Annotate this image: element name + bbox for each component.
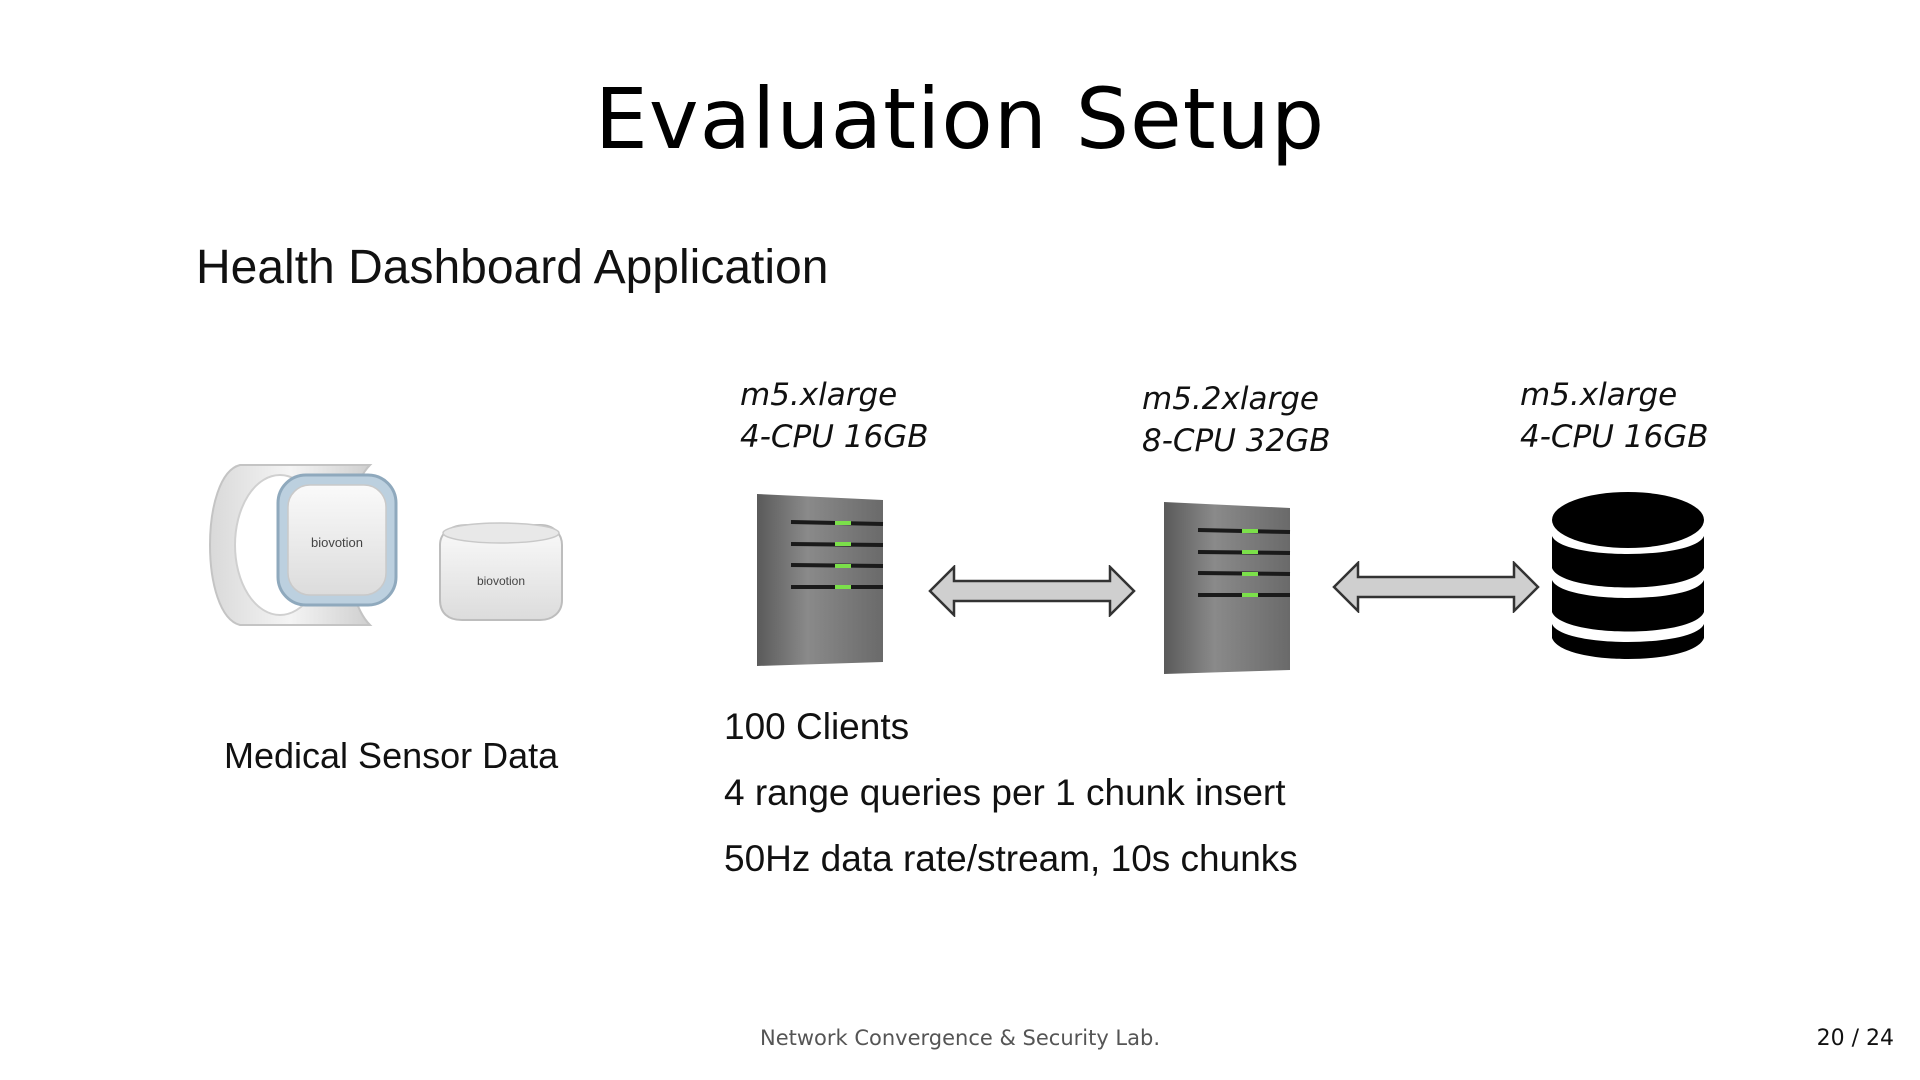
page-number: 20 / 24 xyxy=(1816,1026,1894,1051)
sensor-brand-text: biovotion xyxy=(311,535,363,550)
bidirectional-arrow-icon xyxy=(1332,561,1540,613)
slide-title: Evaluation Setup xyxy=(594,70,1326,168)
sensor-caption: Medical Sensor Data xyxy=(224,735,559,776)
sensor-brand-text: biovotion xyxy=(477,574,525,588)
server-icon xyxy=(757,494,884,666)
slide-subtitle: Health Dashboard Application xyxy=(196,241,829,294)
node-3-spec: m5.xlarge 4-CPU 16GB xyxy=(1520,374,1709,458)
node-2-resources: 8-CPU 32GB xyxy=(1142,423,1331,459)
database-icon xyxy=(1552,492,1704,659)
bidirectional-arrow-icon xyxy=(928,565,1136,617)
node-1-instance: m5.xlarge xyxy=(740,377,898,413)
footer-lab-name: Network Convergence & Security Lab. xyxy=(759,1026,1161,1050)
workload-query-ratio: 4 range queries per 1 chunk insert xyxy=(724,772,1286,813)
node-1-spec: m5.xlarge 4-CPU 16GB xyxy=(740,374,929,458)
server-icon xyxy=(1164,502,1291,674)
node-2-spec: m5.2xlarge 8-CPU 32GB xyxy=(1142,378,1331,462)
node-2-instance: m5.2xlarge xyxy=(1142,381,1319,417)
wearable-sensor-device-icon: biovotion biovotion xyxy=(209,464,563,626)
node-1-resources: 4-CPU 16GB xyxy=(740,419,929,455)
workload-clients: 100 Clients xyxy=(724,706,910,747)
workload-data-rate: 50Hz data rate/stream, 10s chunks xyxy=(724,838,1298,879)
node-3-instance: m5.xlarge xyxy=(1520,377,1678,413)
node-3-resources: 4-CPU 16GB xyxy=(1520,419,1709,455)
